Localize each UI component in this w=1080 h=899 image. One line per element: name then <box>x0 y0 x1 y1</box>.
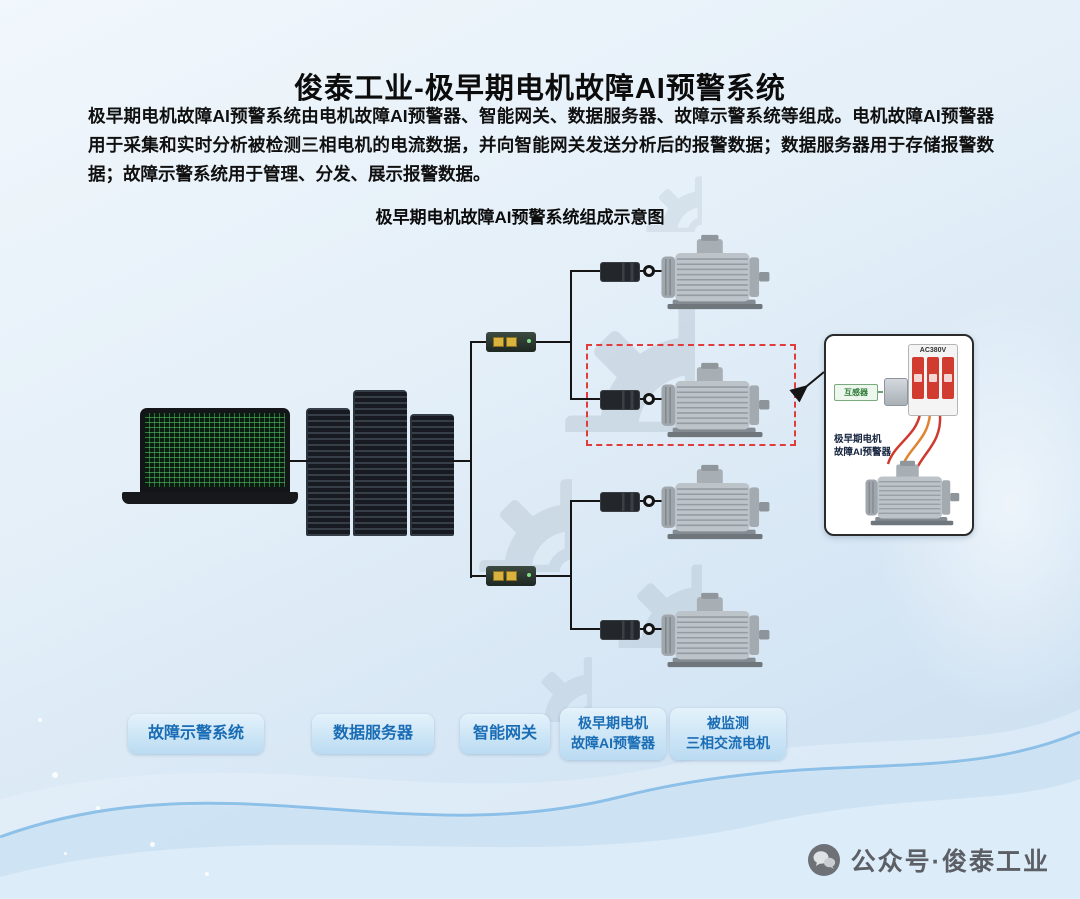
connection-line <box>288 460 308 462</box>
gateway-icon <box>486 566 536 586</box>
motor-icon <box>658 234 772 310</box>
sensor-node-icon <box>643 495 655 507</box>
detail-callout: AC380V 互感器 极早期电机 故障AI预警器 <box>824 334 974 536</box>
description-text: 极早期电机故障AI预警系统由电机故障AI预警器、智能网关、数据服务器、故障示警系… <box>88 106 994 184</box>
transformer-label: 互感器 <box>834 384 878 401</box>
connection-line <box>570 270 602 272</box>
connection-line <box>570 270 572 400</box>
sensor-node-icon <box>643 393 655 405</box>
laptop-icon <box>140 408 290 492</box>
legend-alert-system: 故障示警系统 <box>128 714 264 754</box>
ai-detector-icon <box>600 262 640 282</box>
motor-icon <box>862 460 962 526</box>
gateway-port <box>493 571 504 581</box>
legend-ai-detector: 极早期电机 故障AI预警器 <box>560 708 666 760</box>
legend-monitored-motor: 被监测 三相交流电机 <box>670 708 786 760</box>
watermark-text: 公众号·俊泰工业 <box>850 848 1050 876</box>
ai-detector-icon <box>600 620 640 640</box>
gateway-led <box>527 573 531 577</box>
connection-line <box>536 341 572 343</box>
breaker-voltage-label: AC380V <box>919 347 947 354</box>
sparkle-dot <box>205 872 209 876</box>
laptop-base <box>122 492 298 504</box>
gateway-port <box>493 337 504 347</box>
ai-detector-icon <box>600 492 640 512</box>
server-rack-icon <box>306 390 454 536</box>
ai-detector-icon <box>600 390 640 410</box>
watermark: 公众号·俊泰工业 <box>807 842 1050 878</box>
server-tower <box>410 414 454 536</box>
sensor-node-icon <box>643 623 655 635</box>
legend-gateway: 智能网关 <box>460 714 550 754</box>
connection-line <box>536 575 572 577</box>
circuit-breaker-icon: AC380V <box>908 344 958 416</box>
sensor-node-icon <box>643 265 655 277</box>
page-title: 俊泰工业-极早期电机故障AI预警系统 <box>294 73 786 106</box>
connection-line <box>570 500 572 630</box>
motor-icon <box>658 592 772 668</box>
connection-line <box>470 575 488 577</box>
connection-line <box>452 460 472 462</box>
sparkle-dot <box>96 806 100 810</box>
sparkle-dot <box>150 842 155 847</box>
connection-line <box>470 341 488 343</box>
laptop-screen-content <box>145 413 285 487</box>
gateway-icon <box>486 332 536 352</box>
gateway-port <box>506 571 517 581</box>
connection-line <box>570 628 602 630</box>
callout-device-label: 极早期电机 故障AI预警器 <box>834 434 892 458</box>
current-transformer-icon <box>884 378 908 406</box>
callout-arrow <box>789 371 825 403</box>
highlight-box <box>586 344 796 446</box>
breaker-toggles <box>909 357 957 399</box>
gateway-led <box>527 339 531 343</box>
connection-line <box>570 500 602 502</box>
motor-icon <box>658 464 772 540</box>
gateway-port <box>506 337 517 347</box>
diagram-title: 极早期电机故障AI预警系统组成示意图 <box>375 208 665 227</box>
server-tower <box>353 390 407 536</box>
sparkle-dot <box>52 772 58 778</box>
connection-line <box>470 342 472 578</box>
wechat-icon <box>807 844 840 876</box>
server-tower <box>306 408 350 536</box>
legend-data-server: 数据服务器 <box>312 714 434 754</box>
sparkle-dot <box>38 718 42 722</box>
sparkle-dot <box>64 852 67 855</box>
